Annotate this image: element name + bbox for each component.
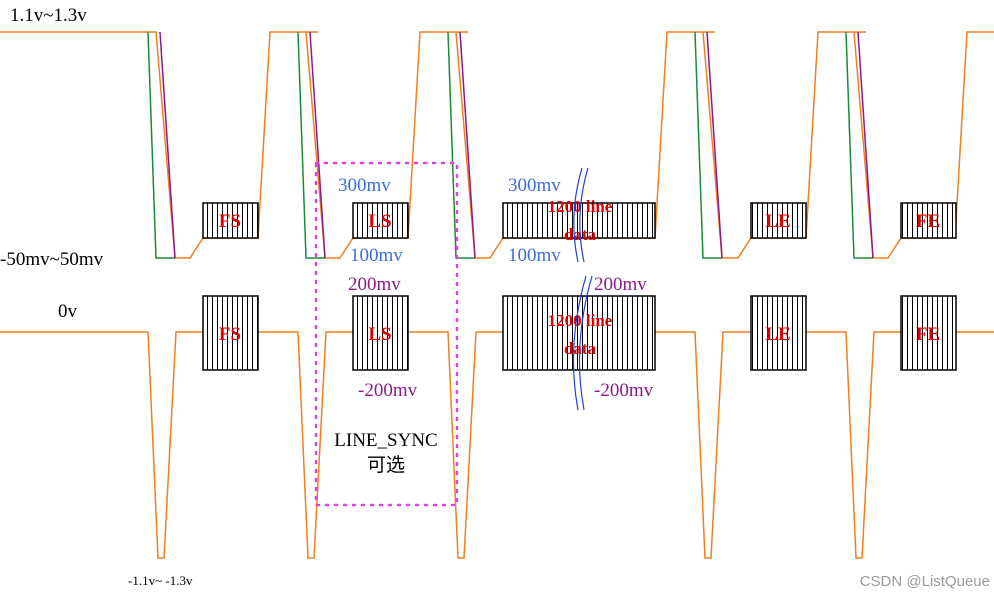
mv100-label-data: 100mv [508,245,561,266]
negative-level-label: -1.1v~ -1.3v [128,573,193,588]
fs-label-lower: FS [219,324,241,345]
green-edges [147,31,873,259]
le-label-upper: LE [765,211,790,232]
high-level-label: 1.1v~1.3v [10,5,87,26]
ls-label-upper: LS [368,211,391,232]
ls-label-lower: LS [368,324,391,345]
mvneg200-label-ls: -200mv [358,380,418,401]
purple-edges [159,31,874,259]
mv200-label-ls: 200mv [348,274,401,295]
fe-label-lower: FE [916,324,940,345]
break-marks-upper [573,167,589,263]
optional-label: 可选 [367,454,405,476]
mv300-label-ls: 300mv [338,175,391,196]
mv100-label-ls: 100mv [350,245,403,266]
watermark: CSDN @ListQueue [860,573,990,590]
line-sync-label: LINE_SYNC [334,430,437,451]
lower-boxes [202,295,957,371]
fs-label-upper: FS [219,211,241,232]
zero-level-label: 0v [58,301,78,322]
break-marks-lower [572,275,593,411]
mv300-label-data: 300mv [508,175,561,196]
upper-boxes [202,202,957,239]
fe-label-upper: FE [916,211,940,232]
le-label-lower: LE [765,324,790,345]
line-sync-optional-region [314,161,459,507]
mv200-label-data: 200mv [594,274,647,295]
data-label-lower-line1: 1200 line [548,311,613,330]
mvneg200-label-data: -200mv [594,380,654,401]
lower-signal-waveform [0,331,994,559]
low-level-label: -50mv~50mv [0,249,104,270]
